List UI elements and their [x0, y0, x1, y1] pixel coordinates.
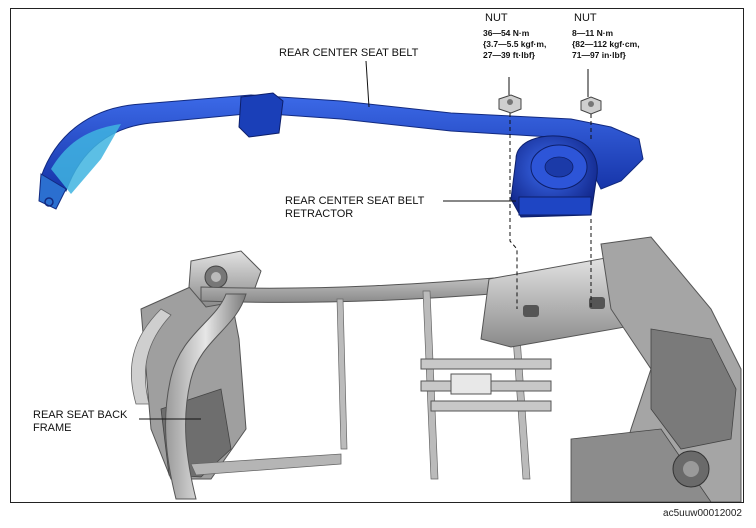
webbing-guide	[238, 92, 284, 138]
seat-belt-webbing	[38, 92, 644, 218]
seat-back-frame	[130, 236, 742, 502]
nut-left-spec-1: 36—54 N·m	[483, 28, 530, 38]
nut-right-spec-1: 8—11 N·m	[572, 28, 614, 38]
label-frame-line2: FRAME	[33, 422, 72, 434]
nut-left	[498, 94, 522, 114]
lattice-panel	[420, 358, 552, 412]
nut-right-spec-3: 71—97 in·lbf}	[572, 50, 626, 60]
left-frame-tube	[165, 293, 247, 500]
nut-right-spec-2: {82—112 kgf·cm,	[572, 39, 640, 49]
vertical-rod-1	[336, 298, 348, 450]
nut-left-spec-2: {3.7—5.5 kgf·m,	[483, 39, 547, 49]
nut-right-title: NUT	[574, 12, 597, 24]
figure-id: ac5uuw00012002	[663, 508, 742, 519]
label-frame-line1: REAR SEAT BACK	[33, 409, 128, 421]
nut-left-title: NUT	[485, 12, 508, 24]
leader-lines	[139, 60, 589, 420]
label-retractor-line1: REAR CENTER SEAT BELT	[285, 195, 425, 207]
dashed-alignment-lines	[509, 113, 592, 309]
label-retractor-line2: RETRACTOR	[285, 208, 354, 220]
diagram-frame: REAR CENTER SEAT BELT NUT 36—54 N·m {3.7…	[10, 8, 744, 503]
nut-left-spec-3: 27—39 ft·lbf}	[483, 50, 535, 60]
nut-right	[580, 96, 602, 115]
label-rear-center-seat-belt: REAR CENTER SEAT BELT	[279, 47, 419, 59]
illustration	[38, 60, 742, 502]
